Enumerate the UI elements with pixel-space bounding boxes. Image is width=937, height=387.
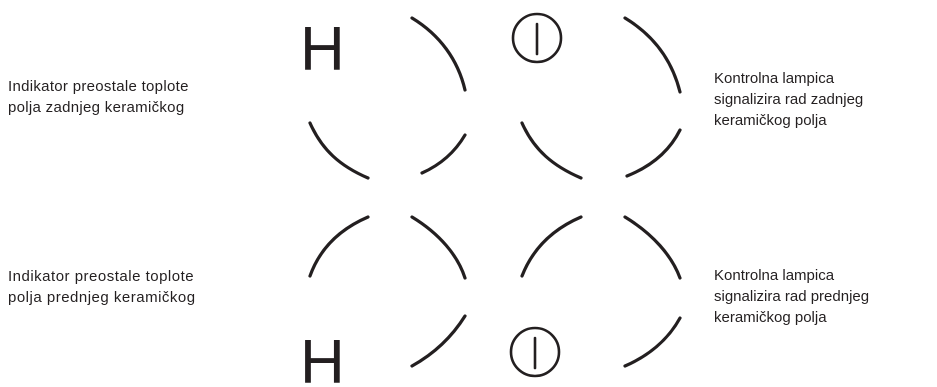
rear-control-lamp-label-line2: signalizira rad zadnjeg — [714, 91, 864, 108]
zone-rear-right-arc-top — [623, 16, 682, 94]
zone-front-right-arc-right — [623, 215, 682, 280]
rear-residual-heat-label-line2: polja zadnjeg keramičkog — [8, 99, 185, 116]
zone-front-left — [308, 215, 467, 368]
zone-front-left-arc-left — [308, 215, 370, 278]
zone-rear-left — [308, 16, 467, 180]
front-control-lamp-label-line2: signalizira rad prednjeg — [714, 288, 870, 305]
zone-rear-left-arc-bottom — [308, 121, 370, 180]
zone-front-right-arc-bottom — [623, 316, 682, 368]
zone-front-right — [520, 215, 682, 368]
rear-control-lamp-label-line3: keramičkog polja — [714, 112, 827, 129]
zone-rear-left-arc-top — [410, 16, 467, 92]
rear-control-lamp-label-line1: Kontrolna lampica — [714, 70, 835, 87]
zone-rear-right-arc-left — [520, 121, 583, 180]
front-control-lamp-label-line1: Kontrolna lampica — [714, 267, 835, 284]
power-icon — [509, 326, 561, 378]
front-residual-heat-indicator: H — [300, 328, 345, 387]
rear-residual-heat-indicator: H — [300, 15, 345, 84]
front-residual-heat-label: Indikator preostale toplote polja prednj… — [8, 266, 196, 308]
front-residual-heat-label-line2: polja prednjeg keramičkog — [8, 289, 196, 306]
rear-residual-heat-label: Indikator preostale toplote polja zadnje… — [8, 76, 189, 118]
zone-rear-right — [520, 16, 682, 180]
front-control-lamp-label: Kontrolna lampica signalizira rad prednj… — [714, 265, 869, 328]
rear-right-lower-stroke — [625, 128, 682, 178]
front-residual-heat-label-line1: Indikator preostale toplote — [8, 268, 195, 285]
zone-front-left-arc-right — [410, 215, 467, 280]
power-icon — [511, 12, 563, 64]
front-control-lamp-label-line3: keramičkog polja — [714, 309, 827, 326]
rear-residual-heat-label-line1: Indikator preostale toplote — [8, 78, 189, 95]
zone-front-left-arc-bottom — [410, 314, 467, 368]
zone-front-right-arc-left — [520, 215, 583, 278]
rear-left-lower-stroke — [420, 133, 467, 175]
rear-control-lamp-label: Kontrolna lampica signalizira rad zadnje… — [714, 68, 863, 131]
